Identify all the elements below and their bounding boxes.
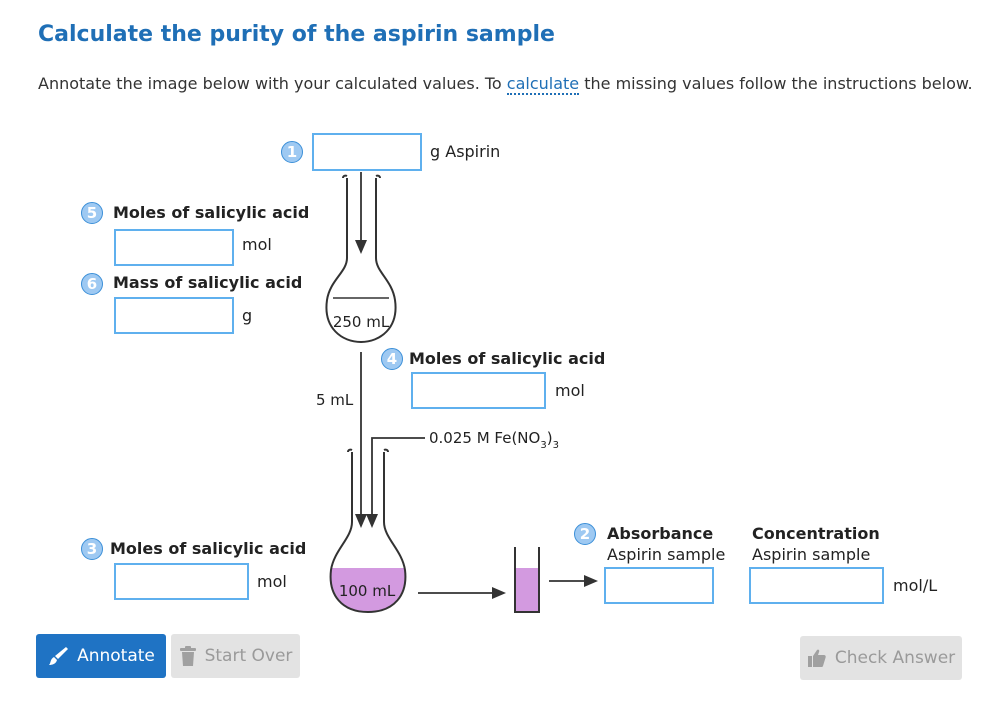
reagent-label: 0.025 M Fe(NO3)3	[429, 429, 559, 451]
reagent-arrow	[371, 437, 425, 516]
concentration-sublabel: Aspirin sample	[752, 545, 871, 564]
instructions-text-start: Annotate the image below with your calcu…	[38, 74, 507, 93]
step-4-badge: 4	[381, 348, 403, 370]
step-6-badge: 6	[81, 273, 103, 295]
start-over-button[interactable]: Start Over	[171, 634, 300, 678]
volumetric-flask-250	[325, 174, 397, 344]
instructions-text-end: the missing values follow the instructio…	[579, 74, 973, 93]
step-2-badge: 2	[574, 523, 596, 545]
concentration-unit: mol/L	[893, 576, 938, 595]
annotate-button[interactable]: Annotate	[36, 634, 166, 678]
step-3-label: Moles of salicylic acid	[110, 539, 307, 558]
arrow-head-5	[584, 575, 598, 587]
concentration-input[interactable]	[749, 567, 884, 604]
aspirin-mass-input[interactable]	[312, 133, 422, 171]
step-4-unit: mol	[555, 381, 585, 400]
arrow-head-4	[492, 587, 506, 599]
step-4-label: Moles of salicylic acid	[409, 349, 606, 368]
moles-salicylic-acid-3-input[interactable]	[114, 563, 249, 600]
cuvette-solution	[515, 568, 539, 612]
cuvette	[514, 547, 540, 613]
flask-100-solution	[330, 568, 406, 612]
check-answer-button[interactable]: Check Answer	[800, 636, 962, 680]
annotate-button-label: Annotate	[77, 646, 155, 666]
step-6-label: Mass of salicylic acid	[113, 273, 303, 292]
trash-icon	[179, 646, 196, 666]
step-5-unit: mol	[242, 235, 272, 254]
arrow-head-1	[355, 240, 367, 254]
calculate-link[interactable]: calculate	[506, 74, 580, 95]
mass-salicylic-acid-input[interactable]	[114, 297, 234, 334]
step-1-badge: 1	[281, 141, 303, 163]
step-3-badge: 3	[81, 538, 103, 560]
volumetric-flask-100	[329, 448, 407, 614]
thumbs-up-icon	[807, 649, 826, 667]
aspirin-mass-unit: g Aspirin	[430, 142, 501, 161]
check-answer-button-label: Check Answer	[834, 648, 956, 668]
flask-250-label: 250 mL	[333, 313, 390, 331]
arrow-head-2	[355, 514, 367, 528]
concentration-label: Concentration	[752, 524, 880, 543]
step-5-label: Moles of salicylic acid	[113, 203, 310, 222]
absorbance-sublabel: Aspirin sample	[607, 545, 726, 564]
step-6-unit: g	[242, 306, 253, 325]
start-over-button-label: Start Over	[204, 646, 293, 666]
moles-salicylic-acid-4-input[interactable]	[411, 372, 546, 409]
transfer-volume-label: 5 mL	[316, 391, 354, 409]
step-3-unit: mol	[257, 572, 287, 591]
flask-100-label: 100 mL	[339, 582, 396, 600]
instructions: Annotate the image below with your calcu…	[38, 74, 973, 95]
page-title: Calculate the purity of the aspirin samp…	[38, 22, 555, 47]
moles-salicylic-acid-5-input[interactable]	[114, 229, 234, 266]
step-5-badge: 5	[81, 202, 103, 224]
paintbrush-icon	[49, 647, 69, 665]
absorbance-label: Absorbance	[607, 524, 714, 543]
absorbance-input[interactable]	[604, 567, 714, 604]
arrow-head-3	[366, 514, 378, 528]
